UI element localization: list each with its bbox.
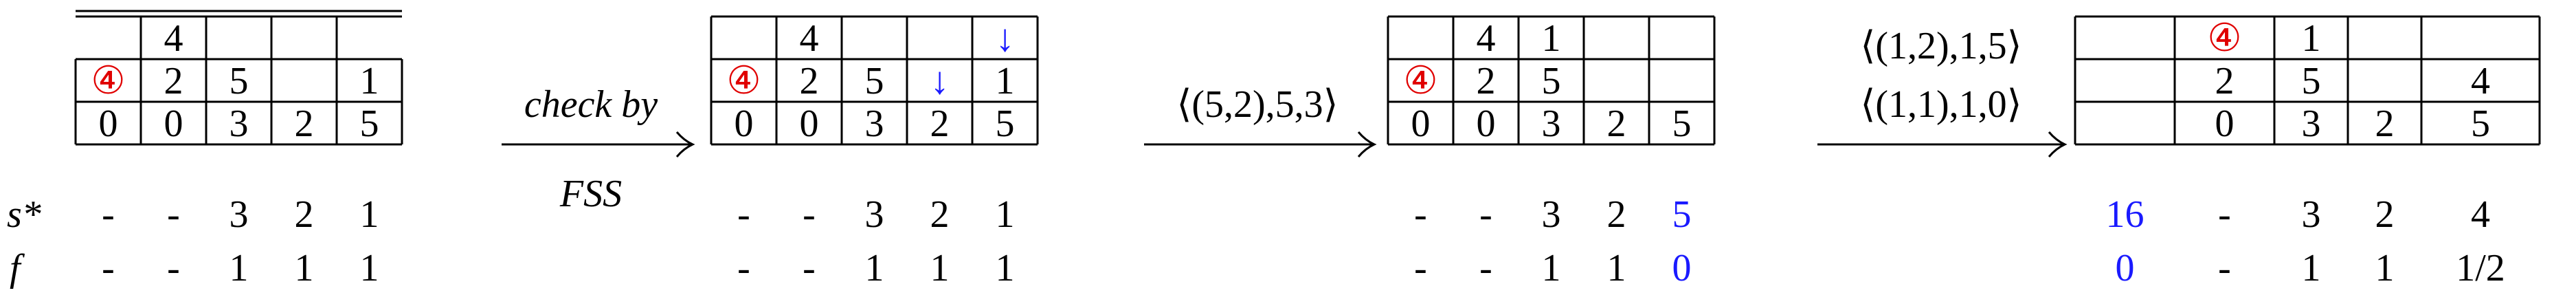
grid-cell: 0: [1477, 102, 1496, 145]
s-star-value: 3: [2302, 193, 2321, 236]
grid-cell: 2: [164, 60, 183, 102]
circled-four: ④: [91, 60, 125, 102]
grid-cell: 4: [1477, 17, 1496, 60]
f-value: -: [1479, 247, 1492, 289]
grid-cell: 2: [800, 60, 819, 102]
f-value: -: [1414, 247, 1427, 289]
row-label-s-star: s*: [7, 193, 41, 236]
grid-cell: 0: [1411, 102, 1431, 145]
s-star-value: -: [167, 193, 180, 236]
arrow-1-bottom-label: FSS: [559, 173, 622, 215]
s-star-value: 16: [2106, 193, 2144, 236]
f-value: 1: [930, 247, 950, 289]
grid-cell: 1: [1542, 17, 1561, 60]
grid-cell: 3: [1542, 102, 1561, 145]
s-star-value: 5: [1672, 193, 1692, 236]
f-value: -: [102, 247, 115, 289]
grid-cell: 3: [865, 102, 884, 145]
f-value: -: [167, 247, 180, 289]
f-value: 1: [2375, 247, 2395, 289]
grid-cell: 2: [1607, 102, 1626, 145]
grid-cell: 0: [735, 102, 754, 145]
grid-cell: 0: [99, 102, 118, 145]
f-value: -: [803, 247, 816, 289]
arrow-1-top-label: check by: [524, 83, 658, 126]
grid-cell: 4: [2471, 60, 2490, 102]
grid-cell: 5: [2471, 102, 2490, 145]
grid-cell: 0: [800, 102, 819, 145]
grid-cell: 2: [2375, 102, 2395, 145]
grid-cell: 5: [2302, 60, 2321, 102]
down-arrow-icon: ↓: [996, 17, 1015, 60]
s-star-value: 3: [1542, 193, 1561, 236]
f-value: 0: [2116, 247, 2135, 289]
grid-cell: 2: [295, 102, 314, 145]
f-value: 0: [1672, 247, 1692, 289]
grid-cell: 2: [1477, 60, 1496, 102]
s-star-value: 1: [996, 193, 1015, 236]
f-value: 1: [865, 247, 884, 289]
f-value: -: [2218, 247, 2231, 289]
grid-cell: 0: [2215, 102, 2235, 145]
grid-cell: 5: [996, 102, 1015, 145]
arrow-3: ⟨(1,2),1,5⟩ ⟨(1,1),1,0⟩: [1817, 25, 2068, 157]
f-value: 1: [360, 247, 379, 289]
grid-cell: 5: [360, 102, 379, 145]
grid-cell: 2: [930, 102, 950, 145]
f-value: 1: [1542, 247, 1561, 289]
f-value: 1: [229, 247, 249, 289]
f-value: 1: [1607, 247, 1626, 289]
row-label-f: f: [10, 247, 25, 289]
s-star-value: 2: [295, 193, 314, 236]
grid-cell: 4: [164, 17, 183, 60]
grid-cell: 1: [996, 60, 1015, 102]
grid-cell: 1: [2302, 17, 2321, 60]
grid-cell: 4: [800, 17, 819, 60]
s-star-value: 2: [930, 193, 950, 236]
down-arrow-icon: ↓: [930, 60, 950, 102]
s-star-value: 1: [360, 193, 379, 236]
grid-cell: 0: [164, 102, 183, 145]
grid-cell: 1: [360, 60, 379, 102]
s-star-value: 4: [2471, 193, 2490, 236]
grid-cell: 3: [2302, 102, 2321, 145]
grid-cell: 5: [865, 60, 884, 102]
s-star-value: -: [803, 193, 816, 236]
grid-cell: 5: [1542, 60, 1561, 102]
circled-four: ④: [1403, 60, 1437, 102]
circled-four: ④: [726, 60, 761, 102]
grid-cell: 5: [229, 60, 249, 102]
f-value: 1/2: [2456, 247, 2505, 289]
arrow-3-bottom-label: ⟨(1,1),1,0⟩: [1861, 83, 2022, 126]
circled-four: ④: [2207, 17, 2241, 60]
s-star-value: -: [102, 193, 115, 236]
grid-cell: 5: [1672, 102, 1692, 145]
grid-cell: 3: [229, 102, 249, 145]
s-star-value: 2: [2375, 193, 2395, 236]
s-star-value: -: [1479, 193, 1492, 236]
s-star-value: 2: [1607, 193, 1626, 236]
grid-cell: 2: [2215, 60, 2235, 102]
s-star-value: -: [1414, 193, 1427, 236]
s-star-value: 3: [229, 193, 249, 236]
f-value: 1: [2302, 247, 2321, 289]
arrow-1: check by FSS: [502, 83, 695, 215]
arrow-2-top-label: ⟨(5,2),5,3⟩: [1177, 83, 1339, 126]
arrow-2: ⟨(5,2),5,3⟩: [1144, 83, 1377, 157]
s-star-value: -: [2218, 193, 2231, 236]
f-value: -: [737, 247, 750, 289]
s-star-value: -: [737, 193, 750, 236]
s-star-value: 3: [865, 193, 884, 236]
f-value: 1: [996, 247, 1015, 289]
f-value: 1: [295, 247, 314, 289]
arrow-3-top-label: ⟨(1,2),1,5⟩: [1861, 25, 2022, 67]
